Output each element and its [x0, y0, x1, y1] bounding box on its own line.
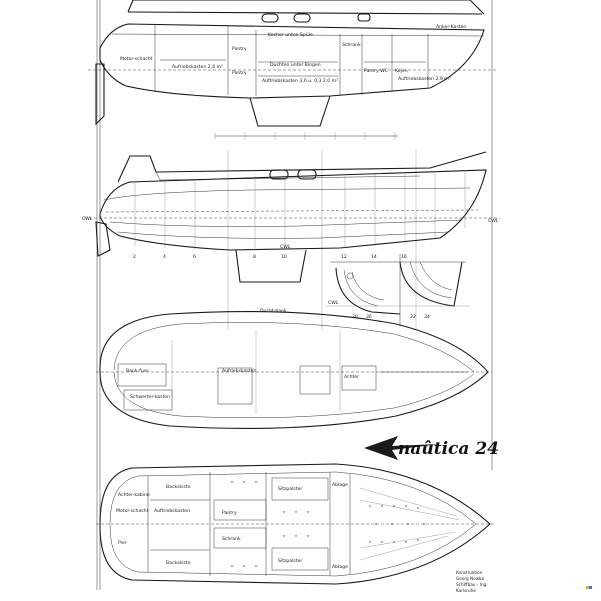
station-number: 2 — [133, 254, 136, 260]
label-cwl-right: CWL — [488, 218, 499, 224]
half-breadth-plan — [96, 310, 492, 430]
label-spant-b: 36 — [366, 314, 372, 320]
brand-name: naûtica 24 — [398, 439, 499, 459]
label-aufriebskasten-side: Aufriebskasten — [222, 368, 256, 374]
label-auftriebskasten-right: Auftriebskasten 2,9 m³ — [398, 76, 451, 82]
station-numbers: 2 4 6 8 10 12 14 16 — [133, 254, 407, 260]
label-schrank: Schrank — [342, 42, 361, 48]
credit-line-2: Georg Nowka — [456, 576, 484, 581]
label-duchten: Duchten unter Bingen — [270, 62, 321, 68]
label-vorschiff-bottom: Ablage — [332, 564, 348, 570]
label-cwl-top: CWL — [328, 300, 339, 306]
keel — [249, 95, 331, 127]
label-dinette-bottom: Sitzpolster — [278, 558, 302, 564]
credit-line-4: Karlsruhe — [456, 588, 476, 593]
label-cwl-left: CWL — [82, 216, 93, 222]
label-motor-schacht: Motor-schacht — [120, 56, 153, 62]
brand-logo: naûtica 24 — [364, 436, 499, 460]
label-motor-schacht-plan: Motor-schacht — [116, 508, 149, 514]
body-plan — [326, 254, 470, 326]
label-achter: Achter — [344, 374, 359, 380]
label-pantry-plan: Pantry — [222, 510, 237, 516]
label-cwl-body: CWL — [280, 244, 291, 250]
station-number: 10 — [281, 254, 287, 260]
station-number: 14 — [371, 254, 377, 260]
inboard-profile — [88, 0, 498, 140]
label-backskiste-bottom: Backskiste — [166, 560, 191, 566]
label-auftriebskasten-mid: Auftriebskasten 3,6 u. 0,3 2,0 m³ — [262, 78, 338, 84]
credit-line-3: Schiffbau - Ing. — [456, 582, 488, 587]
label-pantry-top: Pantry — [232, 46, 247, 52]
label-auftriebskasten-plan: Auftriebskasten — [154, 508, 190, 514]
label-bank-fuss: Bank-fuss — [126, 368, 149, 374]
label-schrank-plan: Schrank — [222, 536, 241, 542]
label-achter-kabine: Achter-kabine — [118, 492, 150, 498]
designer-credit: Konstruktion Georg Nowka Schiffbau - Ing… — [456, 570, 488, 593]
cushion-dots — [231, 481, 425, 567]
label-kocher-spuele: Kocher unten Spüle — [268, 32, 313, 38]
station-number: 16 — [401, 254, 407, 260]
station-number: 4 — [163, 254, 166, 260]
label-pantry: Pantry — [232, 70, 247, 76]
label-dinette-top: Sitzpolster — [278, 486, 302, 492]
lines-plan — [84, 151, 500, 283]
label-aufriebskasten-top: Aufriebskasten 2,4 m³ — [172, 64, 223, 70]
label-vorschiff-top: Ablage — [332, 482, 348, 488]
station-number: 6 — [193, 254, 196, 260]
label-spant-a: 30 — [352, 314, 358, 320]
label-wc: Pantry WC — [364, 68, 388, 74]
accommodation-plan — [96, 463, 494, 585]
label-bank-top: Ducht-bank — [260, 308, 287, 314]
rudder — [95, 63, 105, 126]
label-schwerter-kasten: Schwerter-kasten — [130, 394, 170, 400]
label-spant-c: 32 — [410, 314, 416, 320]
label-kojen: Kojen — [395, 68, 408, 74]
label-backskiste-top: Backskiste — [166, 484, 191, 490]
label-spant-d: 34 — [424, 314, 430, 320]
label-anker-kasten: Anker-Kasten — [436, 24, 466, 30]
station-number: 8 — [253, 254, 256, 260]
label-pier: Pier — [118, 540, 127, 546]
brand-arrow-icon — [364, 436, 440, 460]
corner-mark-icon — [586, 586, 592, 589]
credit-line-1: Konstruktion — [456, 570, 483, 575]
station-number: 12 — [341, 254, 347, 260]
